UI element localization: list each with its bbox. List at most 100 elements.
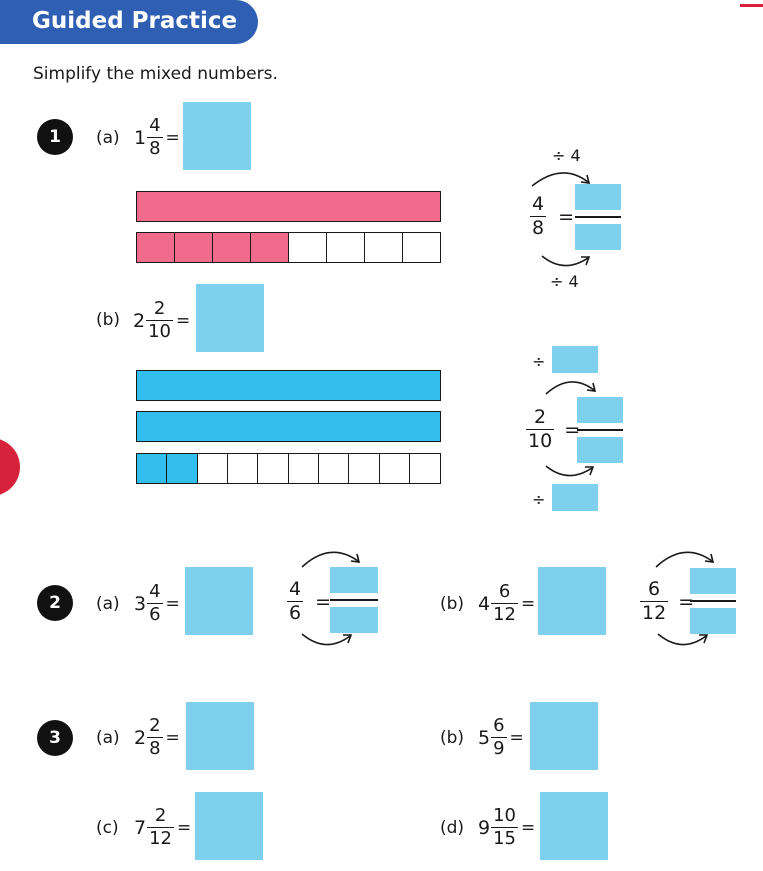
whole-part: 2 [133,309,146,332]
whole-part: 2 [134,726,147,749]
answer-box-3b[interactable] [530,702,598,770]
mixed-number-2a: 3 4 6 = [134,583,180,624]
equals-sign: = [521,593,536,614]
fraction: 4 8 [530,193,547,238]
fraction: 4 6 [287,580,304,623]
divide-sign-top-1b: ÷ [532,352,546,371]
arrow-bottom-1a [541,255,591,267]
equals-sign: = [165,127,180,148]
answer-numerator-2b[interactable] [690,568,736,594]
denominator: 15 [491,827,518,849]
denominator: 10 [526,429,555,452]
denominator: 8 [147,137,163,159]
side-tab-marker [0,438,20,496]
equals-sign: = [165,593,180,614]
mixed-number-3a: 2 2 8 = [134,717,180,758]
fraction-line [575,216,621,218]
numerator: 6 [648,578,661,600]
divide-label-bottom-1a: ÷ 4 [550,272,579,291]
answer-denominator-1a[interactable] [575,223,621,250]
answer-fraction-1a [575,184,621,250]
equals-sign: = [558,205,575,228]
mixed-number-3d: 9 10 15 = [478,807,535,848]
fraction: 10 15 [491,807,518,848]
simplify-fraction-2b: 6 12 = [640,580,694,623]
equals-sign: = [564,418,581,441]
answer-box-2b[interactable] [538,567,606,635]
numerator: 2 [153,298,166,319]
answer-fraction-2a [330,567,378,633]
whole-part: 4 [478,592,491,615]
whole-part: 3 [134,592,147,615]
part-label-3c: (c) [96,818,119,838]
part-label-1b: (b) [96,310,121,330]
equals-sign: = [177,817,192,838]
equals-sign: = [176,310,191,331]
answer-box-3a[interactable] [186,702,254,770]
answer-numerator-1b[interactable] [577,397,623,423]
mixed-number-1b: 2 2 10 = [133,300,190,341]
numerator: 4 [532,193,545,215]
denominator: 9 [491,737,507,759]
bar-segment-empty [257,453,290,484]
arrow-top-2b [655,551,715,568]
divisor-box-bottom-1b[interactable] [552,484,598,511]
equals-sign: = [165,727,180,748]
answer-box-1a[interactable] [183,102,251,170]
part-label-3d: (d) [440,818,465,838]
numerator: 4 [149,115,161,136]
answer-box-2a[interactable] [185,567,253,635]
simplify-fraction-1b: 2 10 = [526,408,580,451]
fraction: 6 12 [491,583,518,624]
bar-segment-shaded [173,232,214,263]
answer-denominator-1b[interactable] [577,436,623,463]
answer-box-3c[interactable] [195,792,263,860]
part-label-2a: (a) [96,594,120,614]
denominator: 8 [147,737,163,759]
fraction-line [330,599,378,601]
fraction-line [577,429,623,431]
answer-numerator-1a[interactable] [575,184,621,210]
fraction: 4 8 [147,115,163,159]
denominator: 12 [491,603,518,625]
arrow-top-2a [301,551,361,568]
bar-segment-shaded [249,232,290,263]
equals-sign: = [509,727,524,748]
bar-segment-empty [325,232,366,263]
simplify-fraction-1a: 4 8 = [530,195,574,238]
bar-segment-empty [196,453,229,484]
equals-sign: = [315,590,332,613]
numerator: 4 [149,581,161,602]
section-title: Guided Practice [32,8,238,34]
mixed-number-2b: 4 6 12 = [478,583,535,624]
bar-segment-empty [287,453,320,484]
part-label-2b: (b) [440,594,465,614]
part-label-3a: (a) [96,728,120,748]
answer-box-1b[interactable] [196,284,264,352]
divisor-box-top-1b[interactable] [552,346,598,373]
answer-box-3d[interactable] [540,792,608,860]
equals-sign: = [521,817,536,838]
part-label-1a: (a) [96,128,120,148]
answer-denominator-2b[interactable] [690,607,736,634]
fraction: 2 10 [526,406,555,452]
bar-segment-empty [227,453,259,484]
question-number-3: 3 [37,720,73,756]
fraction: 2 10 [146,300,173,341]
whole-bar-1b-second [136,411,441,442]
bar-segment-empty [378,453,411,484]
whole-part: 1 [134,126,147,149]
bar-segment-empty [318,453,350,484]
denominator: 12 [147,827,174,849]
numerator: 2 [534,406,547,428]
answer-denominator-2a[interactable] [330,606,378,633]
denominator: 12 [640,601,669,624]
numerator: 6 [498,581,511,602]
answer-fraction-1b [577,397,623,463]
divide-sign-bottom-1b: ÷ [532,490,546,509]
answer-numerator-2a[interactable] [330,567,378,593]
fraction: 2 8 [147,717,163,759]
partitioned-bar-1a [136,232,441,263]
arrow-bottom-2b [657,633,709,646]
bar-segment-empty [348,453,381,484]
